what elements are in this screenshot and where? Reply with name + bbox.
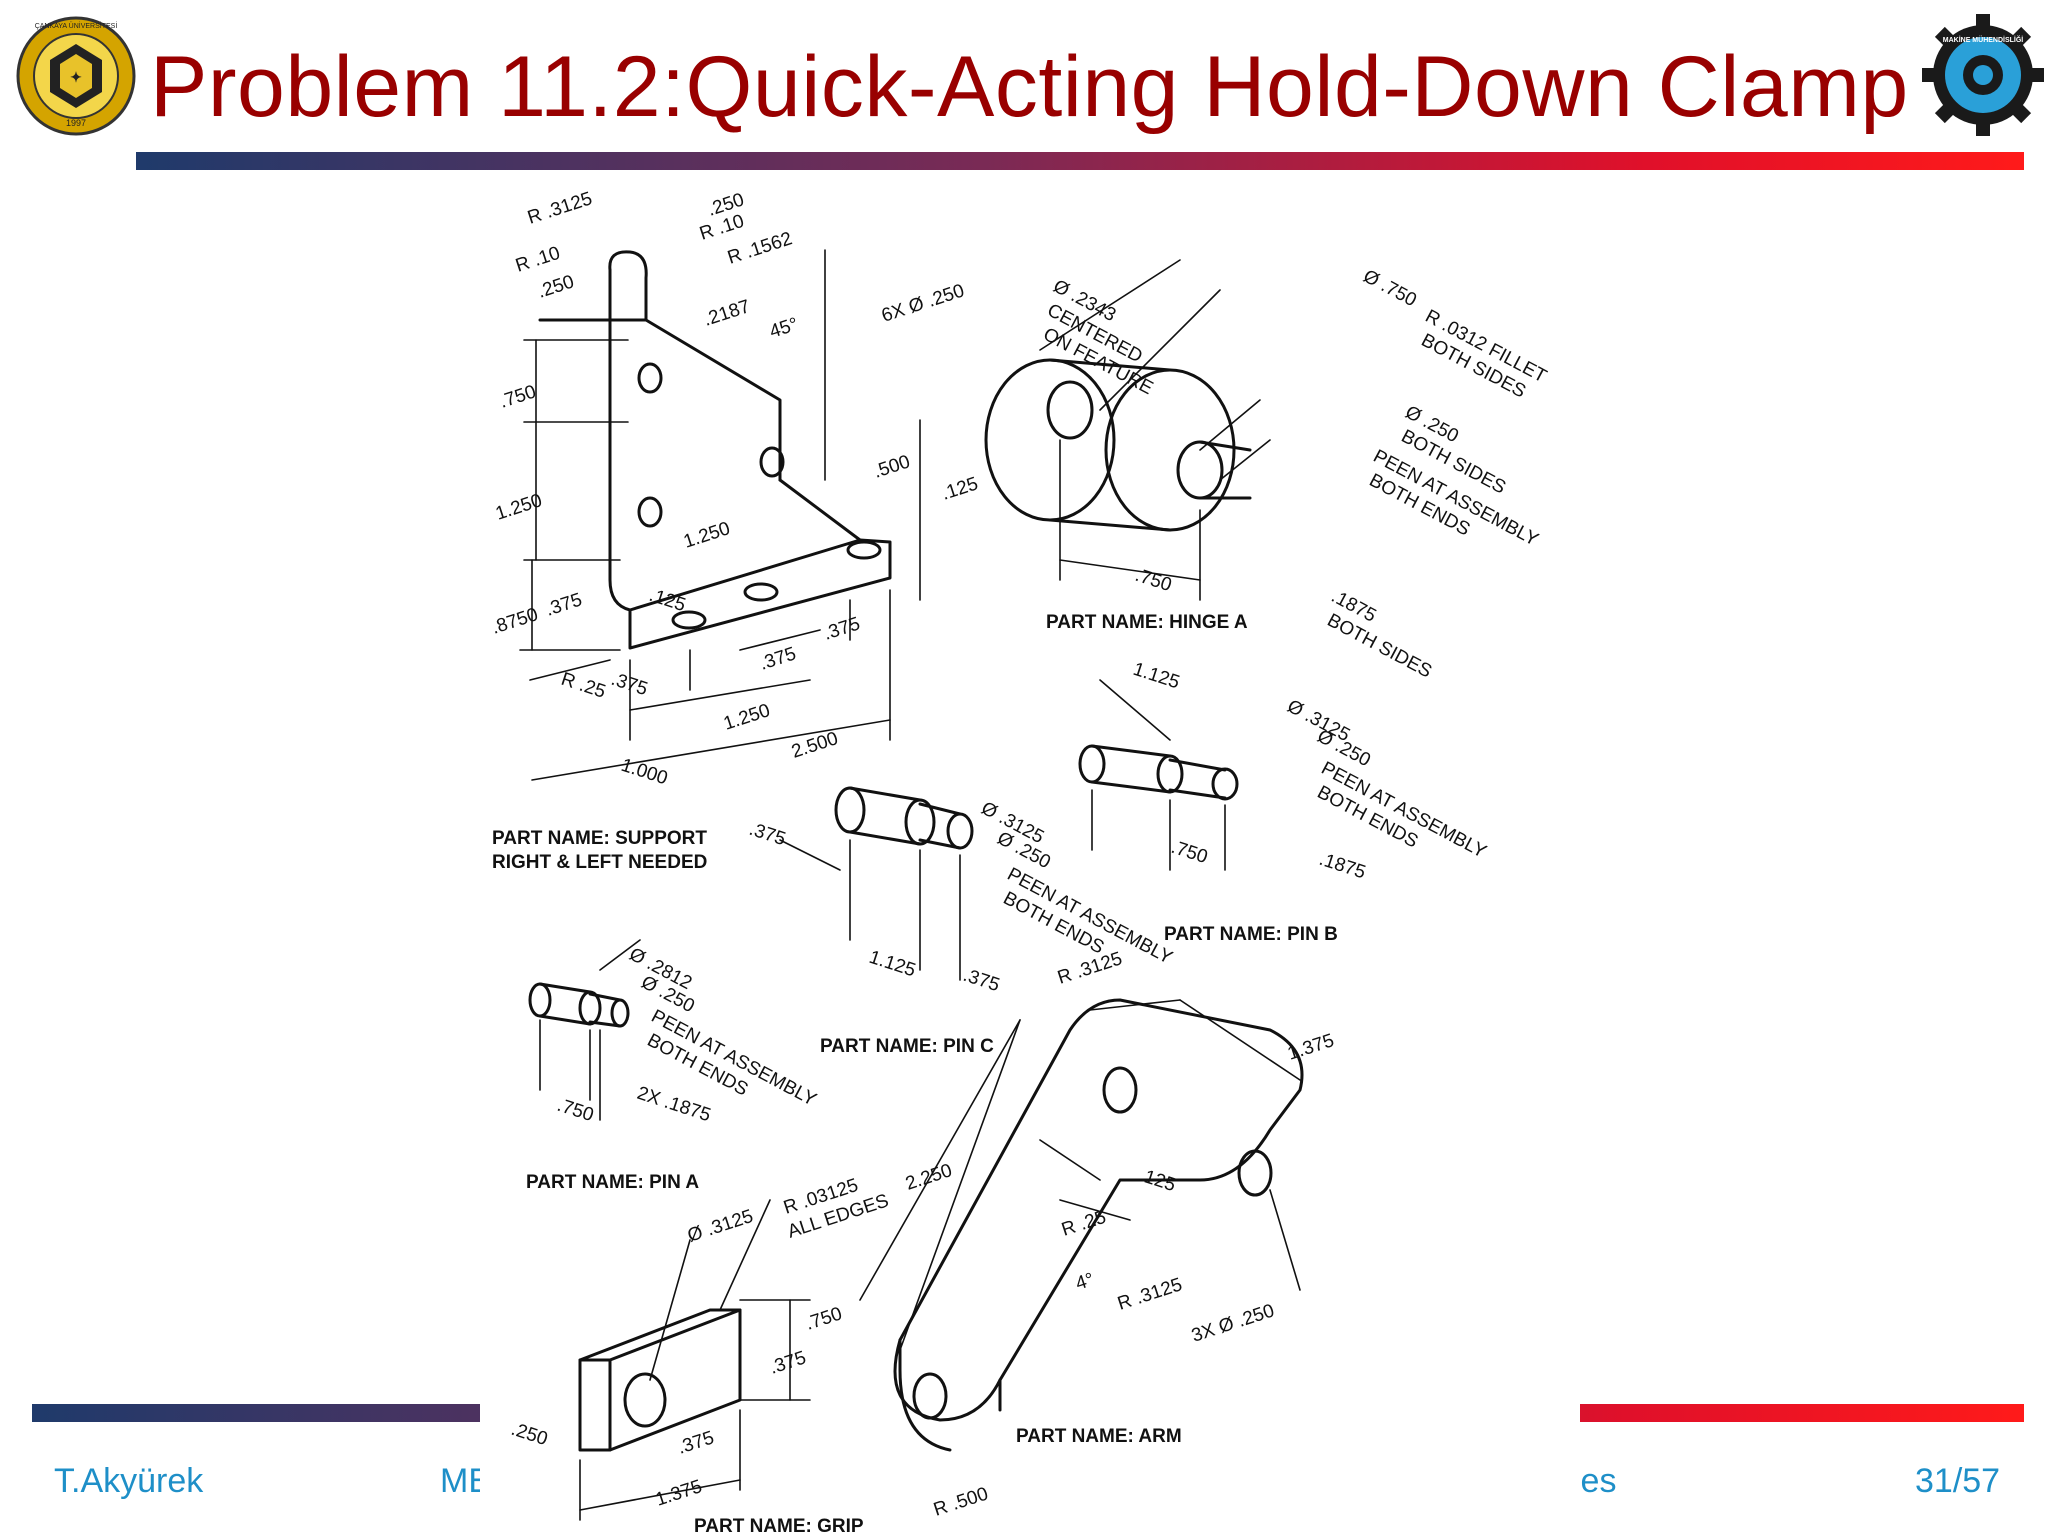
arm-dimension-lines [859,999,1301,1351]
pin-c-dimension-lines [779,839,961,981]
university-logo: ✦ 1997 ÇANKAYA ÜNİVERSİTESİ [16,16,136,136]
pin-a-part [528,982,630,1028]
support-part-name-note: RIGHT & LEFT NEEDED [492,852,707,873]
footer-page-number: 31/57 [1915,1462,2001,1500]
logo-year: 1997 [66,118,86,128]
support-part-name: PART NAME: SUPPORT [492,828,707,849]
arm-part [893,998,1304,1452]
logo-department-name: MAKİNE MÜHENDİSLİĞİ [1943,35,2024,44]
title-underline-bar [136,152,2024,170]
pin-a-part-name: PART NAME: PIN A [526,1172,699,1193]
hinge-a-part-name: PART NAME: HINGE A [1046,612,1248,633]
footer-author: T.Akyürek [54,1462,204,1500]
pin-b-dimension-lines [1091,679,1226,871]
department-gear-logo: MAKİNE MÜHENDİSLİĞİ [1922,14,2044,136]
svg-text:✦: ✦ [70,69,82,85]
clamp-parts-drawing: R .3125 .250 R .10 R .10 R .1562 .250 .2… [480,180,1580,1536]
grip-dimension-lines [579,1199,811,1521]
pin-a-dimension-lines [539,939,641,1121]
support-dimension-lines [519,249,921,781]
svg-text:4°: 4° [1073,1269,1097,1295]
support-part [538,250,892,650]
hinge-a-dimension-lines [1039,259,1271,601]
pin-c-part [834,786,974,850]
arm-part-name: PART NAME: ARM [1016,1426,1182,1447]
grip-part-name: PART NAME: GRIP [694,1516,864,1536]
logo-university-name: ÇANKAYA ÜNİVERSİTESİ [35,21,118,30]
pin-b-part-name: PART NAME: PIN B [1164,924,1338,945]
pin-c-part-name: PART NAME: PIN C [820,1036,994,1057]
slide-title: Problem 11.2:Quick-Acting Hold-Down Clam… [150,39,1909,135]
hinge-a-part [984,358,1252,532]
pin-b-part [1078,744,1239,801]
